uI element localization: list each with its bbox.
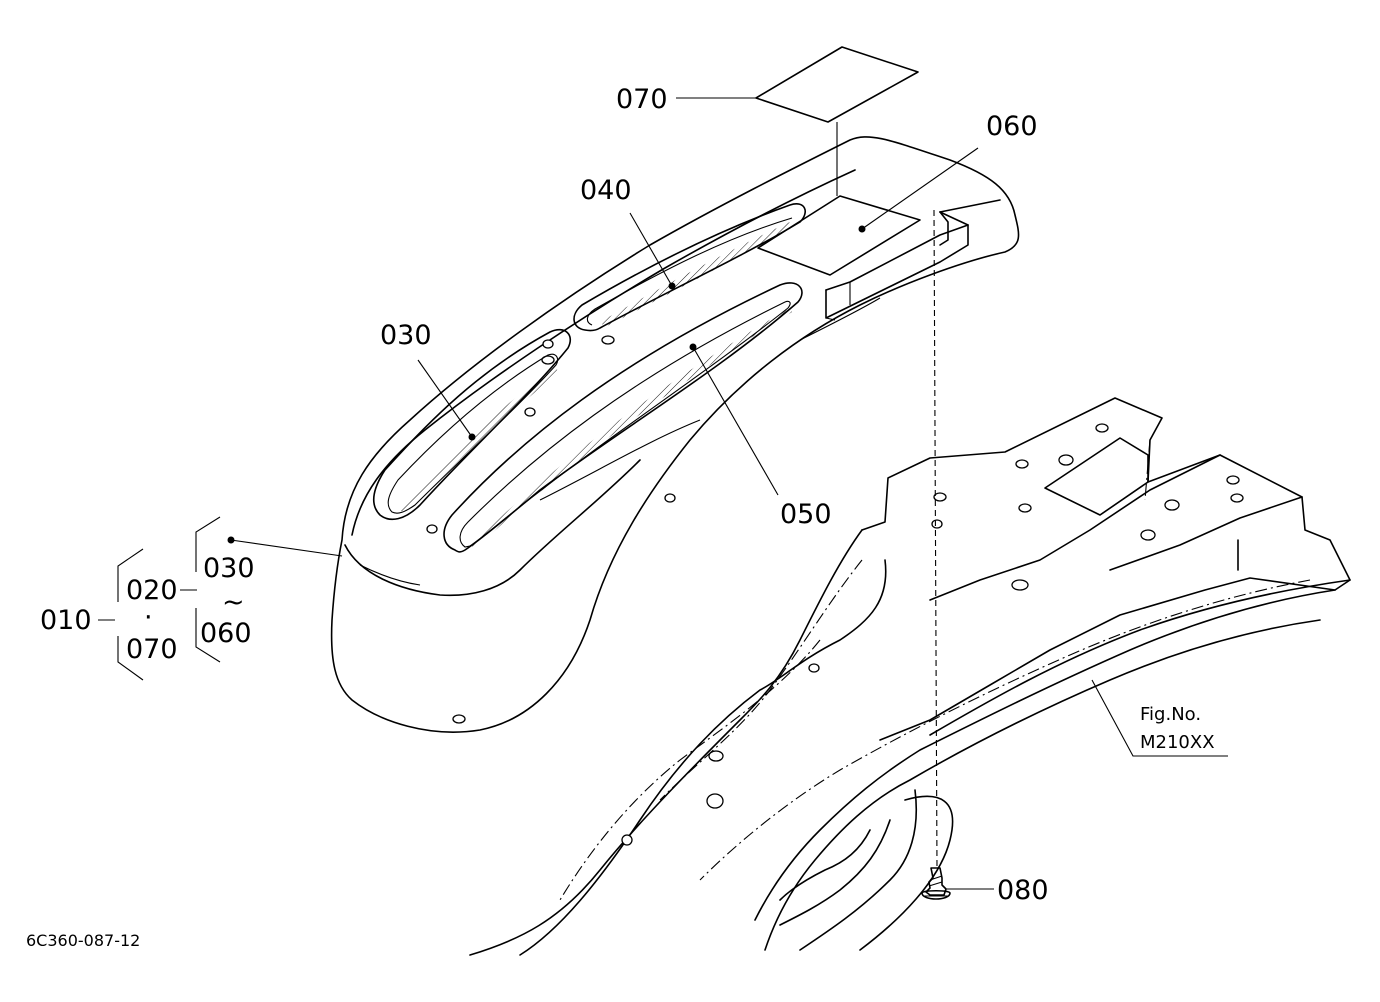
label-030: 030 — [380, 320, 432, 351]
label-070-top: 070 — [616, 84, 668, 115]
leader-lines — [227, 97, 1228, 890]
label-range-030: 030 — [203, 553, 255, 584]
label-assembly-070: 070 — [126, 634, 178, 665]
label-range-tilde: ~ — [222, 587, 245, 618]
label-080: 080 — [997, 875, 1049, 906]
label-040: 040 — [580, 175, 632, 206]
bolt-080 — [921, 209, 951, 900]
figure-ref-line1: Fig.No. — [1140, 704, 1201, 725]
label-assembly-020: 020 — [126, 575, 178, 606]
drawing-code: 6C360-087-12 — [26, 931, 140, 950]
label-assembly-010: 010 — [40, 605, 92, 636]
label-050: 050 — [780, 499, 832, 530]
plate-070 — [755, 46, 919, 123]
fender-grooves — [372, 203, 806, 553]
figure-ref-line2: M210XX — [1140, 732, 1215, 753]
assembly-bracket — [98, 516, 221, 681]
plate-060 — [757, 195, 921, 276]
fender-body — [330, 136, 1020, 733]
rear-frame — [469, 397, 1351, 956]
label-assembly-dot: · — [144, 602, 153, 633]
label-060: 060 — [986, 111, 1038, 142]
label-range-060: 060 — [200, 618, 252, 649]
